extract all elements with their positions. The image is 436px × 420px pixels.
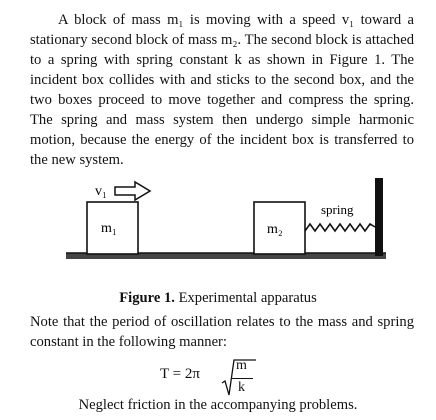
- fraction-bar: [232, 378, 253, 380]
- block-m1-label: m₁: [101, 221, 117, 236]
- formula-numerator: m: [236, 358, 247, 373]
- intro-paragraph: A block of mass m₁ is moving with a spee…: [30, 12, 414, 168]
- figure-caption-text: Experimental apparatus: [174, 290, 317, 306]
- square-root-sign: [221, 359, 256, 396]
- velocity-arrow: [114, 180, 152, 202]
- figure-caption: Figure 1. Experimental apparatus: [0, 290, 436, 307]
- block-m2-label: m₂: [267, 222, 283, 237]
- period-formula: T = 2π m k: [160, 357, 300, 407]
- ground-floor: [66, 253, 386, 259]
- wall: [375, 178, 383, 256]
- velocity-label: v₁: [95, 184, 107, 199]
- spring-label: spring: [321, 202, 354, 217]
- closing-text: Neglect friction in the accompanying pro…: [78, 397, 358, 413]
- block-m2: [253, 201, 306, 255]
- formula-denominator: k: [238, 380, 245, 395]
- note-paragraph: Note that the period of oscillation rela…: [30, 314, 414, 350]
- spring: [304, 222, 376, 233]
- experimental-apparatus-figure: m₁ v₁ m₂ spring: [66, 178, 386, 259]
- block-m1: [86, 201, 139, 255]
- figure-caption-bold: Figure 1.: [119, 290, 175, 306]
- formula-lhs: T = 2π: [160, 366, 200, 382]
